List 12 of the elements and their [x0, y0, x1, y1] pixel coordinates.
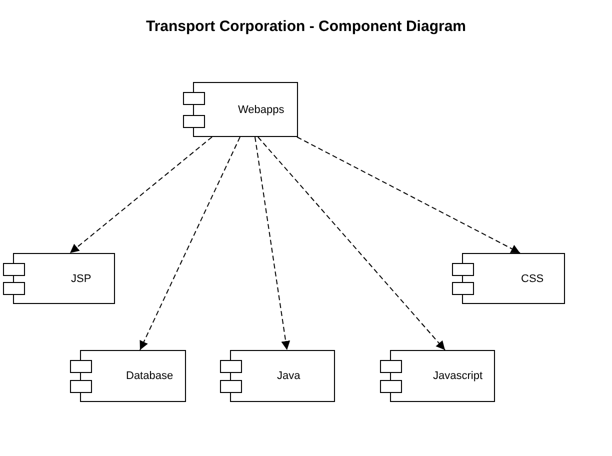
component-name: Database [126, 370, 174, 382]
dependency-arrow [70, 136, 212, 254]
dependency-arrow [140, 136, 240, 350]
diagram-title: Transport Corporation - Component Diagram [144, 18, 467, 35]
dependency-arrow [254, 136, 290, 350]
dependency-arrow [258, 136, 446, 350]
component-name: CSS [521, 272, 544, 284]
component-name: Webapps [238, 104, 284, 116]
component-name: Java [277, 370, 300, 382]
component-name: JSP [71, 272, 92, 284]
dependency-arrow [296, 136, 520, 254]
component-name: Javascript [433, 370, 483, 382]
